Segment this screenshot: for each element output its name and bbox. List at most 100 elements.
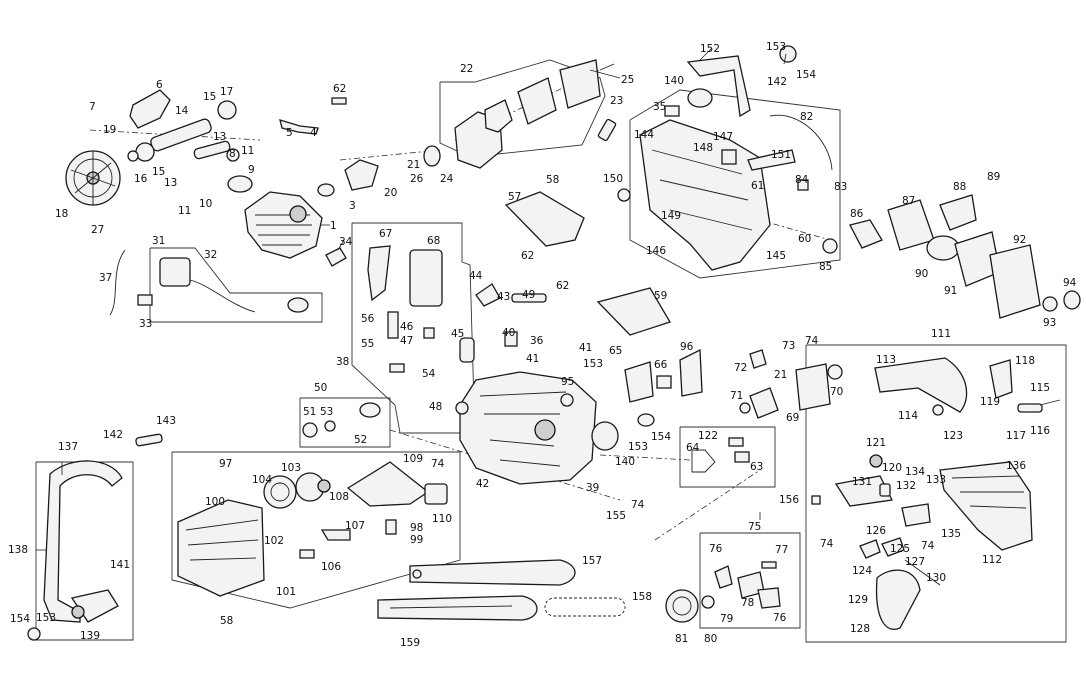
callout-88: 88 xyxy=(953,181,966,193)
callout-22: 22 xyxy=(460,63,473,75)
callout-31: 31 xyxy=(152,235,165,247)
oiler xyxy=(691,437,750,473)
callout-20: 20 xyxy=(384,187,397,199)
callout-95: 95 xyxy=(561,376,574,388)
callout-100: 100 xyxy=(205,496,225,508)
callout-38: 38 xyxy=(336,356,349,368)
callout-154b: 154 xyxy=(651,431,671,443)
callout-79: 79 xyxy=(720,613,733,625)
callout-78: 78 xyxy=(741,597,754,609)
callout-10: 10 xyxy=(199,198,212,210)
callout-122: 122 xyxy=(698,430,718,442)
callout-11a: 11 xyxy=(241,145,254,157)
callout-126: 126 xyxy=(866,525,886,537)
callout-116: 116 xyxy=(1030,425,1050,437)
callout-82: 82 xyxy=(800,111,813,123)
callout-145: 145 xyxy=(766,250,786,262)
callout-98: 98 xyxy=(410,522,423,534)
callout-135: 135 xyxy=(941,528,961,540)
callout-46: 46 xyxy=(400,321,414,333)
callout-17: 17 xyxy=(220,86,233,98)
callout-76a: 76 xyxy=(709,543,723,555)
callout-40: 40 xyxy=(502,327,515,339)
crankshaft xyxy=(127,100,237,162)
callout-143: 143 xyxy=(156,415,176,427)
callout-106: 106 xyxy=(321,561,341,573)
crankcase xyxy=(455,371,597,485)
callout-5: 5 xyxy=(286,127,293,139)
callout-147: 147 xyxy=(713,131,733,143)
callout-25: 25 xyxy=(621,74,634,86)
oil-pump-parts xyxy=(560,348,703,451)
callout-16: 16 xyxy=(134,173,148,185)
callout-52: 52 xyxy=(354,434,367,446)
callout-91: 91 xyxy=(944,285,957,297)
callout-75: 75 xyxy=(748,521,761,533)
callout-34: 34 xyxy=(339,236,353,248)
callout-121: 121 xyxy=(866,437,886,449)
callout-7: 7 xyxy=(89,101,96,113)
callout-53: 53 xyxy=(320,406,333,418)
carb-parts xyxy=(797,179,1081,319)
callout-132: 132 xyxy=(896,480,916,492)
callout-139: 139 xyxy=(80,630,100,642)
callout-103: 103 xyxy=(281,462,301,474)
callout-150: 150 xyxy=(603,173,623,185)
callout-18: 18 xyxy=(55,208,68,220)
callout-55: 55 xyxy=(361,338,374,350)
callout-58a: 58 xyxy=(546,174,559,186)
callout-140b: 140 xyxy=(615,456,635,468)
callout-96: 96 xyxy=(680,341,694,353)
callout-107: 107 xyxy=(345,520,365,532)
callout-36: 36 xyxy=(530,335,544,347)
callout-60: 60 xyxy=(798,233,811,245)
callout-44: 44 xyxy=(469,270,483,282)
callout-62a: 62 xyxy=(333,83,346,95)
callout-21b: 21 xyxy=(774,369,787,381)
plate-57 xyxy=(504,191,585,247)
callout-50: 50 xyxy=(314,382,327,394)
intake-parts xyxy=(279,97,441,197)
callout-32: 32 xyxy=(204,249,217,261)
callout-63: 63 xyxy=(750,461,763,473)
callout-153a: 153 xyxy=(766,41,786,53)
callout-127: 127 xyxy=(905,556,925,568)
callout-62b: 62 xyxy=(521,250,534,262)
callout-11b: 11 xyxy=(178,205,191,217)
callout-labels: 1 3 4 5 6 7 8 9 10 11 11 13 13 14 15 15 … xyxy=(8,41,1077,649)
plate-59 xyxy=(596,287,671,336)
callout-19: 19 xyxy=(103,124,116,136)
callout-146: 146 xyxy=(646,245,666,257)
ignition-coil xyxy=(129,89,171,129)
callout-136: 136 xyxy=(1006,460,1026,472)
callout-125: 125 xyxy=(890,543,910,555)
callout-77: 77 xyxy=(775,544,788,556)
callout-58b: 58 xyxy=(220,615,233,627)
callout-41b: 41 xyxy=(526,353,539,365)
callout-51: 51 xyxy=(303,406,316,418)
cylinder xyxy=(244,191,323,259)
callout-72: 72 xyxy=(734,362,747,374)
callout-3: 3 xyxy=(349,200,356,212)
rear-handle xyxy=(617,45,833,271)
callout-144: 144 xyxy=(634,129,654,141)
callout-47: 47 xyxy=(400,335,413,347)
callout-41a: 41 xyxy=(579,342,592,354)
callout-115: 115 xyxy=(1030,382,1050,394)
callout-158: 158 xyxy=(632,591,652,603)
piston-rod xyxy=(193,140,253,193)
callout-85: 85 xyxy=(819,261,832,273)
callout-149: 149 xyxy=(661,210,681,222)
flywheel xyxy=(65,150,121,206)
callout-66: 66 xyxy=(654,359,668,371)
callout-157: 157 xyxy=(582,555,602,567)
callout-137: 137 xyxy=(58,441,78,453)
callout-97: 97 xyxy=(219,458,232,470)
callout-39: 39 xyxy=(586,482,599,494)
chain-brake-group xyxy=(811,357,1043,630)
callout-109: 109 xyxy=(403,453,423,465)
callout-74b: 74 xyxy=(631,499,645,511)
callout-153c: 153 xyxy=(628,441,648,453)
callout-155: 155 xyxy=(606,510,626,522)
